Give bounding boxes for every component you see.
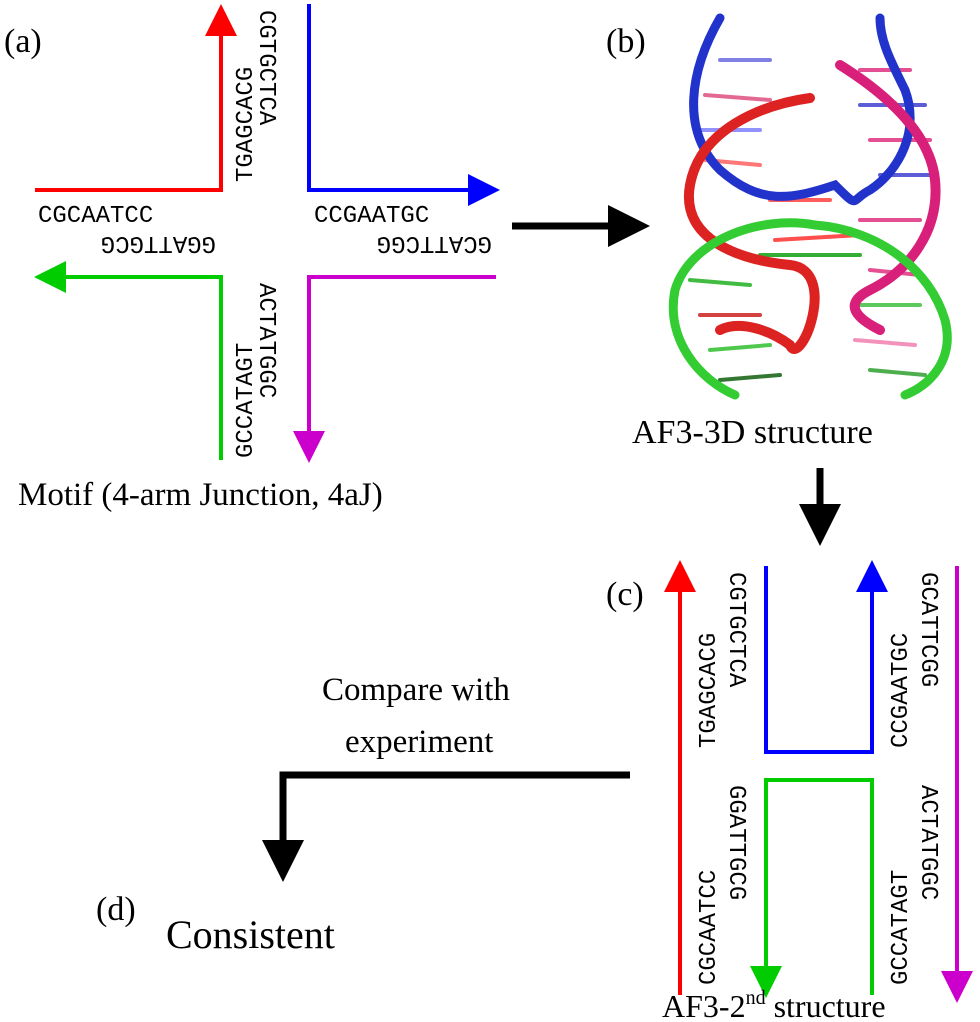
compare-line2: experiment (345, 724, 493, 760)
seq-left-top: CGCAATCC (38, 203, 153, 230)
seq-2d-top-right: CGTGCTCA (722, 572, 749, 688)
panel-a-tag: (a) (4, 23, 42, 60)
strand-green-arrow (34, 261, 223, 460)
strand-blue-2d (764, 560, 888, 754)
strand-blue-arrow (307, 4, 500, 206)
3d-structure-image (668, 13, 952, 400)
panel-a: (a) TGAGCACG CGTGCTCA CGCAATCC GGATTGCG … (4, 4, 500, 513)
seq-2d-bottom-right: ACTATGGC (914, 785, 941, 900)
seq-left-bottom: GGATTGCG (101, 229, 216, 256)
panel-a-caption: Motif (4-arm Junction, 4aJ) (18, 477, 383, 513)
compare-line1: Compare with (322, 672, 510, 708)
arrow-c-to-d (262, 771, 630, 882)
seq-right-top: CCGAATGC (314, 203, 429, 230)
panel-c-tag: (c) (606, 576, 644, 613)
seq-top-left: TGAGCACG (233, 67, 260, 182)
seq-top-right: CGTGCTCA (252, 10, 279, 126)
panel-b: (b) (606, 13, 952, 451)
panel-d-tag: (d) (96, 891, 136, 928)
seq-2d-right-top: CCGAATGC (888, 633, 915, 748)
panel-d: (d) Consistent (96, 891, 335, 957)
strand-green-2d (750, 778, 874, 998)
panel-b-caption: AF3-3D structure (632, 414, 873, 451)
panel-c-caption: AF3-2nd structure (662, 987, 886, 1022)
strand-red-arrow (35, 4, 237, 192)
panel-c: (c) TGAGCACG CGTGCTCA CCGAATGC GCATTCGG … (606, 560, 973, 1022)
seq-2d-bottom-left: GCCATAGT (888, 870, 915, 985)
seq-2d-right-bottom: GCATTCGG (914, 572, 941, 687)
seq-2d-top-left: TGAGCACG (696, 633, 723, 748)
strand-magenta-arrow (293, 275, 496, 463)
seq-bottom-right: ACTATGGC (252, 283, 279, 398)
seq-right-bottom: GCATTCGG (377, 229, 492, 256)
panel-d-result: Consistent (166, 912, 335, 957)
seq-2d-left-top: CGCAATCC (696, 870, 723, 985)
panel-b-tag: (b) (606, 23, 646, 60)
seq-bottom-left: GCCATAGT (233, 343, 260, 458)
seq-2d-left-bottom: GGATTGCG (722, 785, 749, 900)
